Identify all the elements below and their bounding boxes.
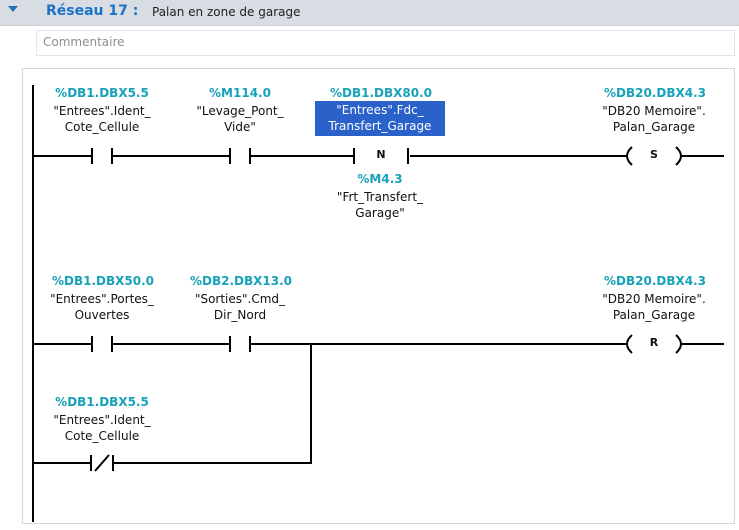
network-header: Réseau 17 : Palan en zone de garage [0, 0, 739, 26]
negative-edge-contact-icon[interactable] [352, 146, 412, 166]
rung1-coil-address[interactable]: %DB20.DBX4.3 [604, 86, 707, 100]
rung2-contact2-symbol-line2[interactable]: Dir_Nord [213, 308, 267, 322]
rung1-coil-symbol-line1[interactable]: "DB20 Memoire". [602, 104, 706, 118]
rung1-wire-c [250, 155, 354, 157]
rung1-wire-d [410, 155, 622, 157]
rung2-wire-b [112, 343, 230, 345]
rung2-wire-c [250, 343, 622, 345]
rung2-contact1-address[interactable]: %DB1.DBX50.0 [52, 274, 155, 288]
selected-operand-highlight[interactable] [315, 101, 445, 136]
reset-coil-icon[interactable] [620, 334, 688, 354]
rung2-coil-symbol-line1[interactable]: "DB20 Memoire". [602, 292, 706, 306]
rung1-edge-label: N [376, 148, 386, 161]
rung2-coil-symbol-line2[interactable]: Palan_Garage [612, 308, 696, 322]
left-power-rail [32, 85, 34, 522]
rung1-edge-memory-symbol-line2[interactable]: Garage" [355, 206, 405, 220]
normally-open-contact-icon[interactable] [90, 146, 114, 166]
rung2-wire-a [34, 343, 92, 345]
rung2-branch-contact-symbol-line1[interactable]: "Entrees".Ident_ [53, 413, 151, 427]
rung1-contact2-symbol-line1[interactable]: "Levage_Pont_ [196, 104, 284, 118]
rung2-contact2-address[interactable]: %DB2.DBX13.0 [190, 274, 293, 288]
rung1-contact1-address[interactable]: %DB1.DBX5.5 [55, 86, 149, 100]
normally-open-contact-icon[interactable] [90, 334, 114, 354]
rung1-contact2-symbol-line2[interactable]: Vide" [224, 120, 256, 134]
rung2-branch-wire-a [34, 462, 90, 464]
rung1-coil-label: S [650, 148, 658, 161]
collapse-chevron-icon[interactable] [8, 6, 18, 12]
rung2-coil-address[interactable]: %DB20.DBX4.3 [604, 274, 707, 288]
normally-open-contact-icon[interactable] [228, 334, 252, 354]
rung1-wire-b [112, 155, 230, 157]
rung1-contact3-symbol-line2[interactable]: Transfert_Garage [328, 119, 432, 133]
rung1-edge-memory-symbol-line1[interactable]: "Frt_Transfert_ [336, 190, 424, 204]
network-title[interactable]: Palan en zone de garage [152, 5, 301, 19]
rung2-coil-label: R [649, 336, 659, 349]
rung1-coil-symbol-line2[interactable]: Palan_Garage [612, 120, 696, 134]
rung2-contact1-symbol-line2[interactable]: Ouvertes [74, 308, 130, 322]
rung1-wire-a [34, 155, 92, 157]
rung1-contact1-symbol-line2[interactable]: Cote_Cellule [64, 120, 140, 134]
rung1-contact2-address[interactable]: %M114.0 [209, 86, 271, 100]
comment-placeholder: Commentaire [43, 35, 125, 49]
rung2-branch-contact-symbol-line2[interactable]: Cote_Cellule [64, 429, 140, 443]
rung1-contact1-symbol-line1[interactable]: "Entrees".Ident_ [53, 104, 151, 118]
rung2-branch-contact-address[interactable]: %DB1.DBX5.5 [55, 395, 149, 409]
network-comment-field[interactable]: Commentaire [36, 30, 735, 56]
rung2-contact2-symbol-line1[interactable]: "Sorties".Cmd_ [194, 292, 286, 306]
normally-open-contact-icon[interactable] [228, 146, 252, 166]
rung2-branch-wire-b [114, 462, 312, 464]
ladder-editor-area[interactable] [22, 68, 735, 524]
rung1-contact3-address[interactable]: %DB1.DBX80.0 [330, 86, 433, 100]
set-coil-icon[interactable] [620, 146, 688, 166]
normally-closed-contact-icon[interactable] [88, 453, 116, 473]
rung1-edge-memory-address[interactable]: %M4.3 [357, 172, 403, 186]
network-number: Réseau 17 : [46, 3, 139, 19]
rung2-wire-d [686, 343, 724, 345]
rung1-wire-e [686, 155, 724, 157]
rung1-contact3-symbol-line1[interactable]: "Entrees".Fdc_ [336, 103, 424, 117]
rung2-branch-vertical [310, 343, 312, 464]
rung2-contact1-symbol-line1[interactable]: "Entrees".Portes_ [50, 292, 154, 306]
